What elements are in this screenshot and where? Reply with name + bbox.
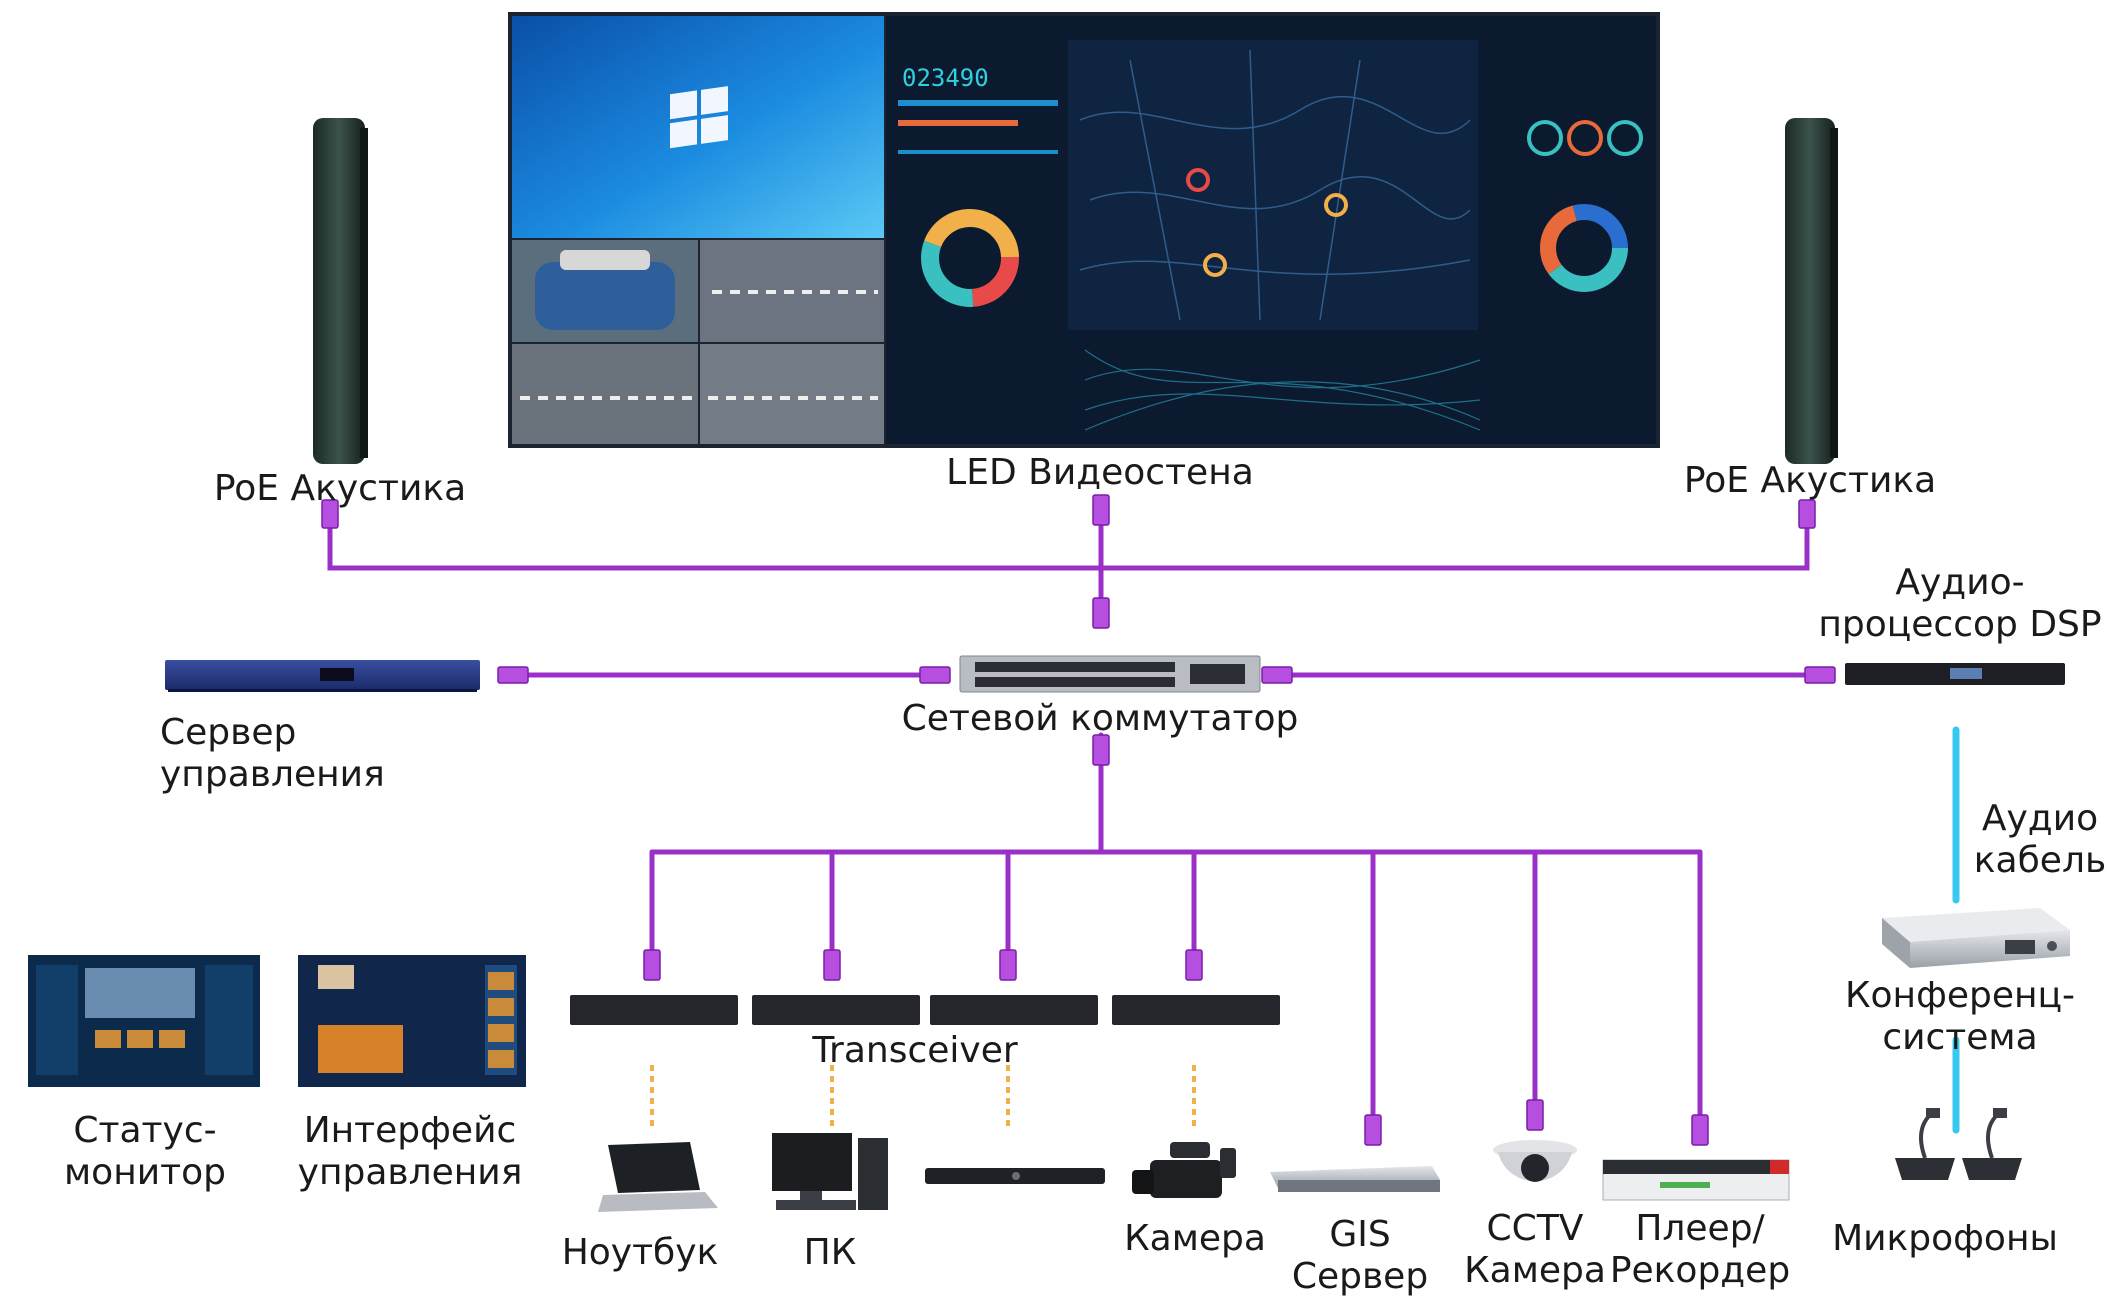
video-camera-icon bbox=[1132, 1142, 1236, 1198]
column-speaker-icon bbox=[1785, 118, 1835, 464]
traffic-camera-tile bbox=[512, 344, 698, 444]
label-pc: ПК bbox=[803, 1232, 857, 1273]
transceiver-box bbox=[570, 995, 738, 1025]
column-speaker-icon bbox=[313, 118, 365, 464]
status-monitor-screen bbox=[28, 955, 260, 1087]
label-interface-line2: управления bbox=[297, 1152, 523, 1193]
rj45-plug bbox=[1804, 666, 1836, 684]
transceiver-box bbox=[752, 995, 920, 1025]
rj45-plug bbox=[919, 666, 951, 684]
gooseneck-microphone-icon bbox=[1895, 1108, 2022, 1180]
rj45-plug bbox=[321, 499, 339, 529]
gis-server-icon bbox=[1270, 1166, 1440, 1192]
poe-speaker-right bbox=[1785, 118, 1838, 464]
transceiver-box bbox=[1112, 995, 1280, 1025]
dome-camera-icon bbox=[1493, 1140, 1577, 1182]
label-interface-line1: Интерфейс bbox=[303, 1110, 517, 1151]
conference-system-unit bbox=[1882, 908, 2070, 968]
laptop-icon bbox=[598, 1142, 718, 1212]
rj45-plug bbox=[1364, 1114, 1382, 1146]
rj45-plug bbox=[1092, 734, 1110, 766]
label-audio-cable-line1: Аудио bbox=[1981, 798, 2099, 839]
rj45-connectors bbox=[321, 494, 1836, 1146]
rj45-plug bbox=[999, 949, 1017, 981]
label-poe-speaker-right: PoE Акустика bbox=[1683, 460, 1937, 501]
label-laptop: Ноутбук bbox=[561, 1232, 719, 1273]
rj45-plug bbox=[1185, 949, 1203, 981]
control-interface-screen bbox=[298, 955, 526, 1087]
network-switch bbox=[959, 655, 1261, 693]
label-gis-line1: GIS bbox=[1329, 1214, 1391, 1255]
label-status-line2: монитор bbox=[64, 1152, 226, 1193]
label-camera: Камера bbox=[1124, 1218, 1266, 1259]
rj45-plug bbox=[1261, 666, 1293, 684]
label-poe-speaker-left: PoE Акустика bbox=[213, 468, 467, 509]
label-dsp-line1: Аудио- bbox=[1895, 562, 2025, 603]
dashboard-counter: 023490 bbox=[902, 64, 989, 92]
media-player-icon bbox=[925, 1168, 1105, 1184]
transceiver-box bbox=[930, 995, 1098, 1025]
donut-chart bbox=[921, 209, 1019, 307]
label-cctv-line1: CCTV bbox=[1486, 1208, 1584, 1249]
rj45-plug bbox=[1092, 494, 1110, 526]
label-microphones: Микрофоны bbox=[1832, 1218, 2058, 1259]
windows-logo-icon bbox=[670, 86, 728, 149]
label-status-line1: Статус- bbox=[73, 1110, 217, 1151]
label-network-switch: Сетевой коммутатор bbox=[901, 698, 1299, 739]
label-audio-cable-line2: кабель bbox=[1973, 840, 2107, 881]
rj45-plug bbox=[643, 949, 661, 981]
rj45-plug bbox=[1798, 499, 1816, 529]
rj45-plug bbox=[1092, 597, 1110, 629]
label-server-line2: управления bbox=[160, 754, 385, 795]
label-conference-line2: система bbox=[1882, 1017, 2038, 1058]
transceiver-links bbox=[650, 1065, 1196, 1130]
traffic-camera-tile bbox=[700, 344, 884, 444]
cable-speaker-bus bbox=[327, 522, 1810, 571]
player-recorder-icon bbox=[1602, 1159, 1790, 1201]
rj45-plug bbox=[497, 666, 529, 684]
poe-speaker-left bbox=[313, 118, 368, 464]
label-cctv-line2: Камера bbox=[1464, 1250, 1606, 1291]
audio-dsp-processor bbox=[1845, 663, 2065, 685]
label-server-line1: Сервер bbox=[160, 712, 297, 753]
management-server bbox=[165, 660, 480, 692]
windows-desktop-tile bbox=[512, 16, 884, 238]
label-gis-line2: Сервер bbox=[1291, 1256, 1429, 1297]
label-led-wall: LED Видеостена bbox=[946, 452, 1254, 493]
label-player-line1: Плеер/ bbox=[1635, 1208, 1765, 1249]
desktop-pc-icon bbox=[772, 1133, 888, 1210]
rj45-plug bbox=[823, 949, 841, 981]
dashboard-map bbox=[1068, 40, 1478, 330]
label-transceiver: Transceiver bbox=[812, 1030, 1018, 1071]
rj45-plug bbox=[1526, 1099, 1544, 1131]
label-player-line2: Рекордер bbox=[1609, 1250, 1791, 1291]
network-cables bbox=[327, 497, 1825, 1128]
transceivers bbox=[570, 995, 1280, 1025]
rj45-plug bbox=[1691, 1114, 1709, 1146]
led-video-wall: 023490 bbox=[508, 12, 1660, 448]
label-conference-line1: Конференц- bbox=[1844, 975, 2076, 1016]
label-dsp-line2: процессор DSP bbox=[1818, 604, 2102, 645]
